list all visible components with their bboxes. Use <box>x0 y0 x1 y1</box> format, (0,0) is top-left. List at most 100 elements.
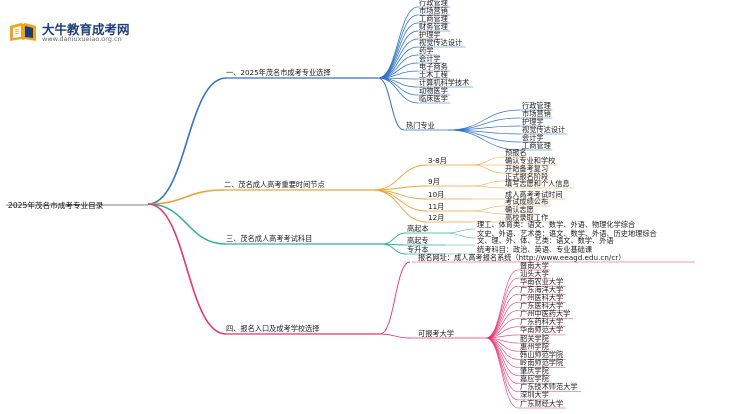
hot-major-item: 市场营销 <box>522 108 551 118</box>
connector <box>485 337 519 368</box>
exam-subjects: 文、理、外、体、艺类：语文、数学、外语 <box>477 235 614 245</box>
connector <box>381 243 407 255</box>
major-item: 工商管理 <box>419 13 448 23</box>
hot-major-item: 护理学 <box>522 116 544 126</box>
school-item: 广州中医药大学 <box>520 309 571 319</box>
connector <box>471 185 504 189</box>
school-item: 广东海洋大学 <box>520 284 564 294</box>
school-item: 肇庆学院 <box>520 366 549 376</box>
connector <box>485 337 519 409</box>
major-item: 财务管理 <box>419 21 448 31</box>
time-event: 填写志愿和个人信息 <box>505 178 570 188</box>
connector <box>485 285 519 339</box>
school-item: 广州医科大学 <box>520 292 564 302</box>
connector <box>372 185 428 191</box>
connector <box>377 77 405 131</box>
school-item: 暨南大学 <box>520 260 549 270</box>
book-logo-icon <box>10 23 36 41</box>
branch-2-label: 二、茂名成人高考重要时间节点 <box>224 180 325 189</box>
major-item: 动物医学 <box>419 85 448 95</box>
exam-level-label: 高起专 <box>407 235 429 245</box>
major-item: 行政管理 <box>419 0 448 7</box>
connector <box>485 277 519 339</box>
branch-1-label: 一、2025年茂名市成考专业选择 <box>226 68 331 77</box>
school-item: 韶关学院 <box>520 333 549 343</box>
branch-3-label: 三、茂名成人高考考试科目 <box>226 234 313 243</box>
major-item: 市场营销 <box>419 5 448 15</box>
brand-title: 大牛教育成考网 <box>42 22 130 37</box>
connector <box>485 318 519 339</box>
major-item: 视觉传达设计 <box>419 37 463 47</box>
exam-subjects: 理工、体育类：语文、数学、外语、物理化学综合 <box>477 219 636 229</box>
connector <box>147 189 225 205</box>
hot-majors-label: 热门专业 <box>406 120 435 130</box>
connector <box>485 310 519 339</box>
brand-subtitle: www.daniuxueiao.org.cn <box>42 35 122 43</box>
registration-site: 报名网址：成人高考报名系统（http://www.eeagd.edu.cn/cr… <box>418 252 626 262</box>
connector <box>445 228 476 234</box>
school-item: 韩山师范学院 <box>520 349 564 359</box>
hot-major-item: 会计学 <box>522 132 544 142</box>
exam-level-label: 高起本 <box>407 223 429 233</box>
connector <box>447 109 521 131</box>
root-node: 2025年茂名市成考专业目录 <box>8 201 104 210</box>
time-event: 预报名 <box>505 147 527 157</box>
connector <box>147 203 227 335</box>
time-event: 高校录取工作 <box>505 212 549 222</box>
time-node-label: 12月 <box>428 212 445 222</box>
major-item: 土木工程 <box>419 69 448 79</box>
exam-subjects: 文史、外语、艺术类：语文、数学、外语、历史地理综合 <box>477 228 657 238</box>
school-item: 岭南师范学院 <box>520 357 564 367</box>
school-item: 华南农业大学 <box>520 276 564 286</box>
school-item: 广东医科大学 <box>520 301 564 311</box>
time-event: 确认志愿 <box>505 204 534 214</box>
major-item: 计算机科学技术 <box>419 77 470 87</box>
schools-label: 可报考大学 <box>418 328 454 338</box>
branch-4-label: 四、报名入口及成考学校选择 <box>226 324 320 333</box>
connector <box>379 261 411 335</box>
school-item: 惠州学院 <box>520 341 549 351</box>
connector <box>485 302 519 339</box>
time-node-label: 3-8月 <box>428 155 447 165</box>
connector <box>381 232 407 245</box>
time-event: 开始备考复习 <box>505 163 549 173</box>
connector <box>471 205 504 212</box>
connector <box>471 210 504 215</box>
major-item: 临床医学 <box>419 93 448 103</box>
connector <box>485 337 519 401</box>
connector <box>377 77 419 104</box>
major-item: 药学 <box>419 45 434 55</box>
major-item: 电子商务 <box>419 61 448 71</box>
connector <box>372 189 428 212</box>
major-item: 会计学 <box>419 53 441 63</box>
connector <box>485 337 519 393</box>
time-node-label: 9月 <box>428 176 440 186</box>
time-event: 考试成绩公布 <box>505 196 549 206</box>
connector <box>445 232 476 239</box>
school-item: 汕头大学 <box>520 268 549 278</box>
connector <box>377 38 419 79</box>
connector <box>471 156 504 166</box>
major-item: 护理学 <box>419 29 441 39</box>
connector <box>471 164 504 174</box>
time-event: 确认专业和学校 <box>505 155 556 165</box>
time-node-label: 11月 <box>428 201 445 211</box>
school-item: 广东技术师范大学 <box>520 382 578 392</box>
school-item: 深圳大学 <box>520 390 549 400</box>
school-item: 华南师范大学 <box>520 325 564 335</box>
connector <box>372 189 428 223</box>
connector <box>447 129 521 151</box>
connector <box>377 22 419 79</box>
hot-major-item: 视觉传达设计 <box>522 124 566 134</box>
hot-major-item: 工商管理 <box>522 140 551 150</box>
exam-subjects: 统考科目：政治、英语、专业基础课 <box>477 244 593 254</box>
school-item: 广东财经大学 <box>520 398 564 408</box>
time-node-label: 10月 <box>428 189 445 199</box>
time-event: 成人高考考试时间 <box>505 189 563 199</box>
time-event: 正式报名阶段 <box>505 171 549 181</box>
school-item: 嘉应学院 <box>520 374 549 384</box>
hot-major-item: 行政管理 <box>522 100 551 110</box>
exam-level-label: 专升本 <box>407 244 429 254</box>
